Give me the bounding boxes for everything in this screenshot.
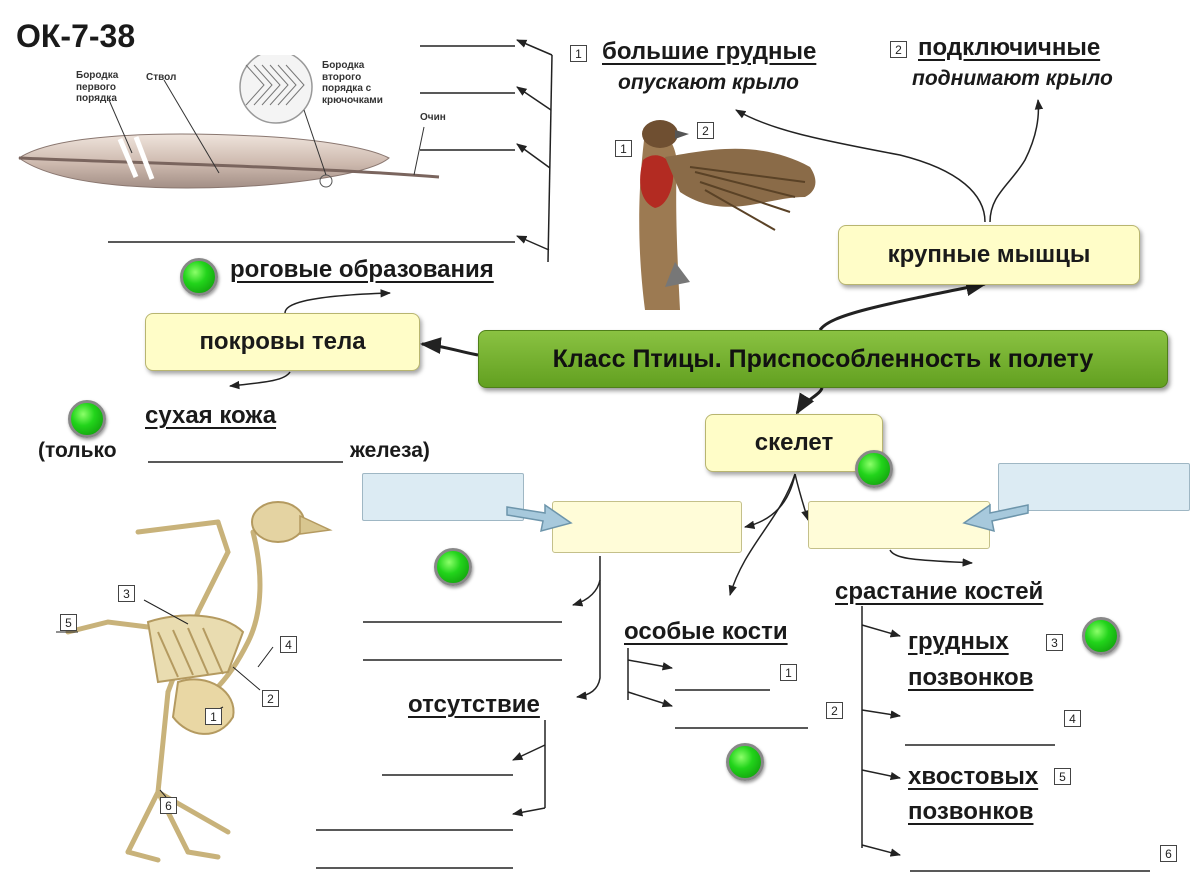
- skeleton-number-3: 3: [118, 585, 135, 602]
- green-dot-icon: [855, 450, 893, 488]
- special-bones-label: особые кости: [624, 618, 788, 645]
- muscle-number-1: 1: [570, 45, 587, 62]
- skeleton-number-5: 5: [60, 614, 77, 631]
- feather-image: [18, 55, 440, 189]
- fusion-number-5: 5: [1054, 768, 1071, 785]
- fusion-number-6: 6: [1160, 845, 1177, 862]
- special-number-1: 1: [780, 664, 797, 681]
- horny-formations-label: роговые образования: [230, 256, 494, 283]
- tail-label-line2: позвонков: [908, 798, 1034, 825]
- green-dot-icon: [434, 548, 472, 586]
- sheet-code: ОК-7-38: [16, 18, 136, 54]
- blank-blue-box-right: [998, 463, 1190, 511]
- dry-skin-label: сухая кожа: [145, 402, 277, 429]
- subclavian-muscles-title: подключичные: [918, 34, 1101, 61]
- special-number-2: 2: [826, 702, 843, 719]
- blank-yellow-box-right: [808, 501, 990, 549]
- large-muscles-box: крупные мышцы: [838, 225, 1140, 285]
- skeleton-number-6: 6: [160, 797, 177, 814]
- absence-label: отсутствие: [408, 691, 540, 718]
- thoracic-label-line1: грудных: [908, 628, 1009, 655]
- fusion-number-4: 4: [1064, 710, 1081, 727]
- green-dot-icon: [726, 743, 764, 781]
- bird-skeleton-image: [56, 501, 333, 863]
- skeleton-number-4: 4: [280, 636, 297, 653]
- pectoral-muscles-title: большие грудные: [602, 38, 817, 65]
- skeleton-box: скелет: [705, 414, 883, 472]
- blank-blue-box-left: [362, 473, 524, 521]
- feather-label-shaft: Ствол: [146, 72, 177, 83]
- wing-number-2: 2: [697, 122, 714, 139]
- green-dot-icon: [180, 258, 218, 296]
- green-dot-icon: [1082, 617, 1120, 655]
- fusion-number-3: 3: [1046, 634, 1063, 651]
- skeleton-number-1: 1: [205, 708, 222, 725]
- blue-arrow-icon: [962, 503, 1029, 533]
- wing-number-1: 1: [615, 140, 632, 157]
- tail-label-line1: хвостовых: [908, 763, 1039, 790]
- pectoral-muscles-function: опускают крыло: [618, 71, 800, 94]
- body-covers-box: покровы тела: [145, 313, 420, 371]
- subclavian-muscles-function: поднимают крыло: [912, 67, 1113, 90]
- muscle-number-2: 2: [890, 41, 907, 58]
- blue-arrow-icon: [506, 503, 573, 533]
- feather-label-quill: Очин: [420, 112, 446, 123]
- gland-text-end: железа): [350, 439, 430, 462]
- central-topic-box: Класс Птицы. Приспособленность к полету: [478, 330, 1168, 388]
- gland-text-start: (только: [38, 439, 117, 462]
- green-dot-icon: [68, 400, 106, 438]
- thoracic-label-line2: позвонков: [908, 664, 1034, 691]
- bird-wing-image: [639, 120, 816, 310]
- skeleton-number-2: 2: [262, 690, 279, 707]
- bone-fusion-label: срастание костей: [835, 578, 1044, 605]
- blank-yellow-box-left: [552, 501, 742, 553]
